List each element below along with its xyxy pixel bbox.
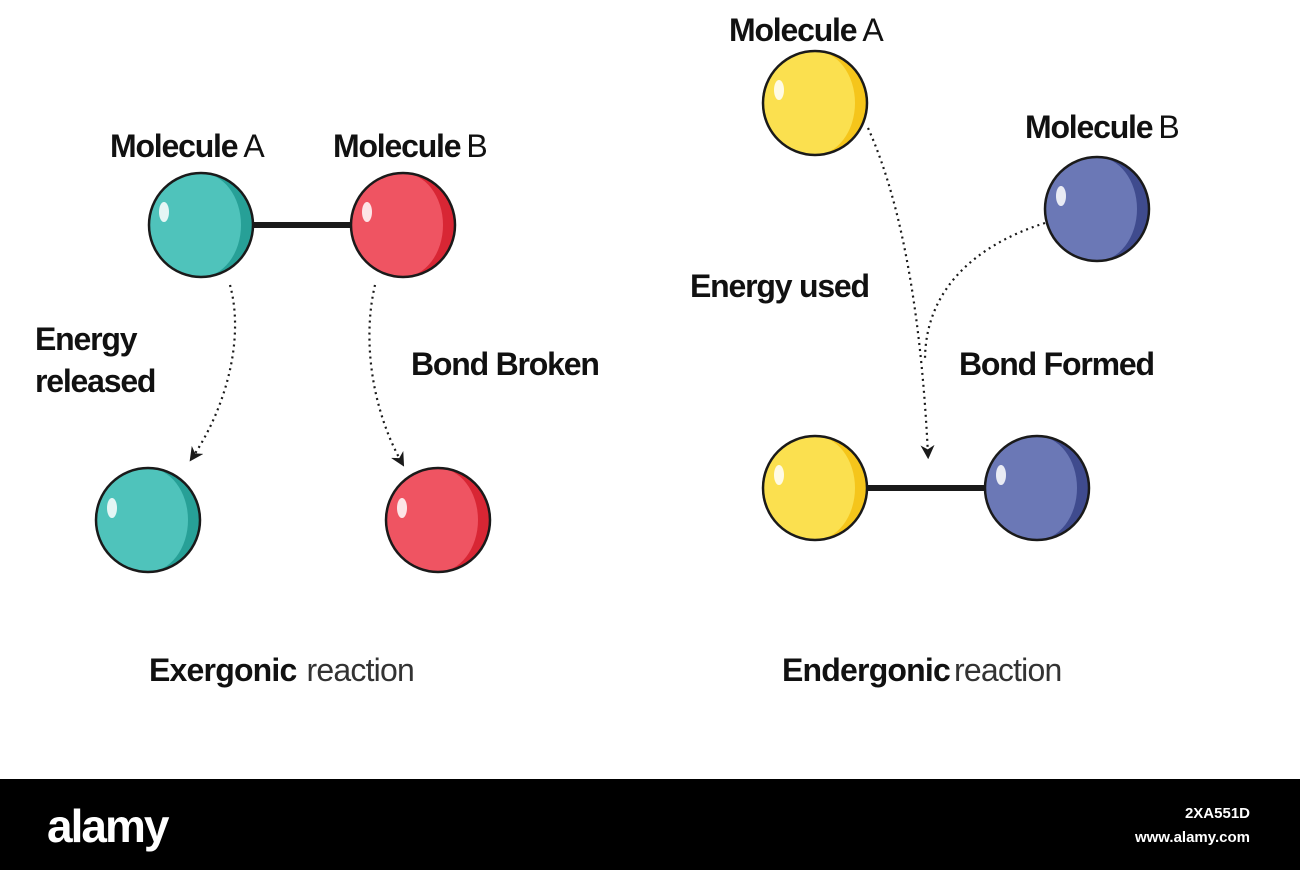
exergonic-product-b-sphere bbox=[384, 466, 492, 574]
exergonic-arrow-bond bbox=[368, 284, 405, 467]
endergonic-energy-label: Energy used bbox=[690, 268, 869, 304]
endergonic-molecule-b-sphere bbox=[1043, 155, 1151, 263]
endergonic-product-b-sphere bbox=[983, 434, 1091, 542]
exergonic-bond-label: Bond Broken bbox=[411, 346, 599, 382]
exergonic-molecule-a-sphere bbox=[147, 171, 255, 279]
endergonic-arrow-molecule-b bbox=[923, 221, 1046, 361]
endergonic-molecule-a-sphere bbox=[761, 49, 869, 157]
footer-bar: alamy 2XA551D www.alamy.com bbox=[0, 779, 1300, 870]
exergonic-arrow-energy bbox=[189, 284, 237, 462]
exergonic-energy-label-line2: released bbox=[35, 363, 155, 399]
endergonic-bond-label: Bond Formed bbox=[959, 346, 1154, 382]
exergonic-product-a-sphere bbox=[94, 466, 202, 574]
site-url: www.alamy.com bbox=[1134, 829, 1250, 846]
alamy-logo: alamy bbox=[47, 800, 170, 852]
endergonic-product-a-sphere bbox=[761, 434, 869, 542]
image-id: 2XA551D bbox=[1185, 805, 1250, 822]
endergonic-arrow-molecule-a bbox=[866, 127, 935, 460]
exergonic-molecule-b-sphere bbox=[349, 171, 457, 279]
exergonic-energy-label-line1: Energy bbox=[35, 321, 138, 357]
